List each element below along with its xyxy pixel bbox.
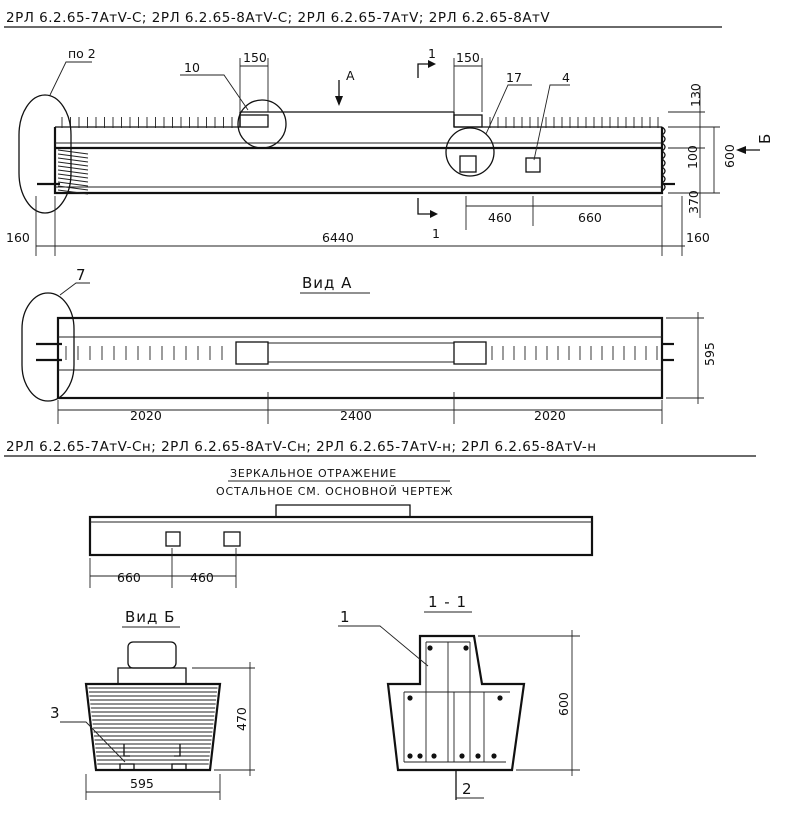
dim-460-mirror: 460	[190, 570, 214, 585]
rebar-dot	[463, 645, 469, 651]
view-b: Вид Б 3 470 595	[50, 608, 255, 800]
dim-595-plan: 595	[702, 342, 717, 366]
dim-160-right: 160	[686, 230, 710, 245]
callout-7-ellipse	[21, 292, 75, 402]
rebar-dot	[417, 753, 423, 759]
callout-7-label: 7	[76, 266, 87, 284]
mirror-note-1: ЗЕРКАЛЬНОЕ ОТРАЖЕНИЕ	[230, 467, 397, 480]
rebar-dot	[407, 695, 413, 701]
top-title: 2РЛ 6.2.65-7АтV-С; 2РЛ 6.2.65-8АтV-С; 2Р…	[6, 10, 550, 26]
main-elevation-view: по 2 10 17 4 А Б 1 1 150 150 130	[6, 46, 774, 256]
dim-2400: 2400	[340, 408, 372, 423]
mirror-view: 660 460	[88, 504, 594, 588]
section-title: 1 - 1	[428, 593, 467, 611]
section-1-1: 1 - 1 1 2 600	[338, 593, 580, 800]
view-a-arrow-label: А	[346, 68, 355, 83]
drawing-stroke	[57, 165, 89, 171]
dim-2020-right: 2020	[534, 408, 566, 423]
view-b-title: Вид Б	[125, 608, 175, 626]
rebar-dot	[475, 753, 481, 759]
section-callout-1: 1	[340, 608, 351, 626]
dim-460-main: 460	[488, 210, 512, 225]
dim-470: 470	[234, 707, 249, 731]
view-a-plan: Вид А 7 595 2020 2400 2020	[21, 266, 717, 424]
callout-node-label: по 2	[68, 46, 96, 61]
drawing-stroke	[57, 161, 89, 167]
dim-160-left: 160	[6, 230, 30, 245]
drawing-stroke	[57, 185, 89, 191]
rebar-dot	[407, 753, 413, 759]
dim-2020-left: 2020	[130, 408, 162, 423]
dim-130: 130	[688, 83, 703, 107]
rebar-dot	[427, 645, 433, 651]
mirror-title: 2РЛ 6.2.65-7АтV-Сн; 2РЛ 6.2.65-8АтV-Сн; …	[6, 439, 597, 455]
rebar-dot	[431, 753, 437, 759]
dim-600-main: 600	[722, 144, 737, 168]
drawing-stroke	[57, 189, 89, 195]
dim-150-left: 150	[243, 50, 267, 65]
dim-660-mirror: 660	[117, 570, 141, 585]
mirror-note-2: ОСТАЛЬНОЕ СМ. ОСНОВНОЙ ЧЕРТЕЖ	[216, 485, 453, 498]
dim-150-right: 150	[456, 50, 480, 65]
callout-10-label: 10	[184, 60, 200, 75]
dim-595-view-b: 595	[130, 776, 154, 791]
dim-660-main: 660	[578, 210, 602, 225]
drawing-stroke	[57, 177, 89, 183]
dim-370: 370	[686, 190, 701, 214]
drawing-stroke	[57, 169, 89, 175]
callout-4-label: 4	[562, 70, 570, 85]
callout-node-ellipse	[18, 94, 72, 214]
dim-600-section: 600	[556, 692, 571, 716]
drawing-stroke	[57, 173, 89, 179]
drawing-stroke	[57, 157, 89, 163]
drawing-stroke	[57, 181, 89, 187]
callout-10-circle	[237, 99, 287, 149]
drawing-stroke	[57, 149, 89, 155]
callout-17-label: 17	[506, 70, 522, 85]
view-a-title: Вид А	[302, 274, 352, 292]
section-mark-bottom: 1	[432, 226, 440, 241]
callout-17-circle	[445, 127, 495, 177]
rebar-dot	[497, 695, 503, 701]
rebar-dot	[491, 753, 497, 759]
dim-6440: 6440	[322, 230, 354, 245]
drawing-stroke	[57, 153, 89, 159]
dim-100: 100	[685, 145, 700, 169]
callout-3-label: 3	[50, 704, 61, 722]
section-callout-2: 2	[462, 780, 473, 798]
section-mark-top: 1	[428, 46, 436, 61]
rebar-dot	[459, 753, 465, 759]
view-b-arrow-label: Б	[756, 133, 774, 144]
